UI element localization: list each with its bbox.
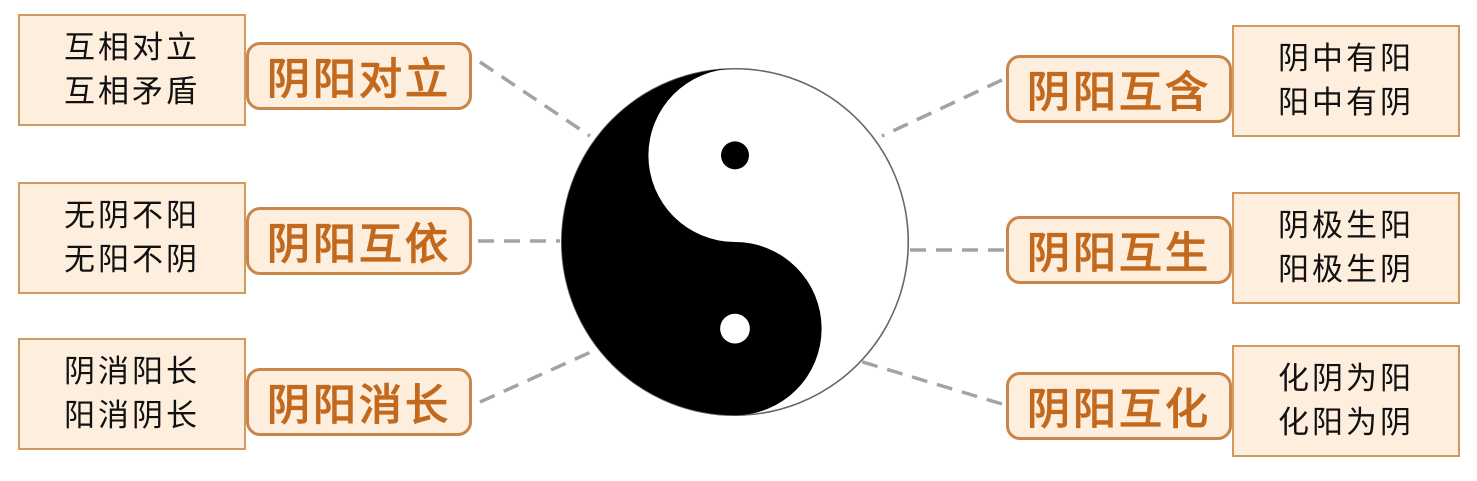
detail-line: 阳中有阴 bbox=[1278, 85, 1414, 120]
detail-line: 无阴不阳 bbox=[64, 197, 200, 233]
concept-label-huyi: 阴阳互依 bbox=[246, 207, 472, 275]
concept-label-text: 阴阳互含 bbox=[1027, 69, 1211, 117]
yin-half bbox=[561, 68, 822, 416]
detail-line: 阴极生阳 bbox=[1278, 207, 1414, 243]
concept-label-text: 阴阳对立 bbox=[267, 56, 451, 104]
yang-dot bbox=[720, 313, 750, 344]
detail-line: 阴中有阳 bbox=[1278, 40, 1414, 76]
detail-line: 阳消阴长 bbox=[64, 398, 200, 433]
yinyang-symbol bbox=[560, 67, 910, 417]
detail-box-huyi: 无阴不阳 无阳不阴 bbox=[18, 182, 246, 294]
concept-label-huhan: 阴阳互含 bbox=[1006, 55, 1232, 123]
concept-label-text: 阴阳互化 bbox=[1027, 386, 1211, 434]
yin-dot bbox=[721, 141, 749, 170]
detail-line: 无阳不阴 bbox=[64, 242, 200, 277]
concept-label-text: 阴阳消长 bbox=[267, 382, 451, 430]
detail-line: 化阴为阳 bbox=[1278, 360, 1414, 396]
concept-label-huhua: 阴阳互化 bbox=[1006, 372, 1232, 440]
detail-line: 互相矛盾 bbox=[64, 74, 200, 109]
concept-label-duili: 阴阳对立 bbox=[246, 42, 472, 110]
detail-box-huhan: 阴中有阳 阳中有阴 bbox=[1232, 25, 1460, 137]
detail-box-xiaozhang: 阴消阳长 阳消阴长 bbox=[18, 338, 246, 450]
detail-line: 互相对立 bbox=[64, 29, 200, 65]
detail-box-duili: 互相对立 互相矛盾 bbox=[18, 14, 246, 126]
detail-box-husheng: 阴极生阳 阳极生阴 bbox=[1232, 192, 1460, 304]
concept-label-xiaozhang: 阴阳消长 bbox=[246, 368, 472, 436]
detail-line: 阴消阳长 bbox=[64, 353, 200, 389]
concept-label-text: 阴阳互生 bbox=[1027, 230, 1211, 278]
concept-label-text: 阴阳互依 bbox=[267, 221, 451, 269]
detail-line: 阳极生阴 bbox=[1278, 252, 1414, 287]
concept-label-husheng: 阴阳互生 bbox=[1006, 216, 1232, 284]
detail-line: 化阳为阴 bbox=[1278, 405, 1414, 440]
detail-box-huhua: 化阴为阳 化阳为阴 bbox=[1232, 345, 1460, 457]
